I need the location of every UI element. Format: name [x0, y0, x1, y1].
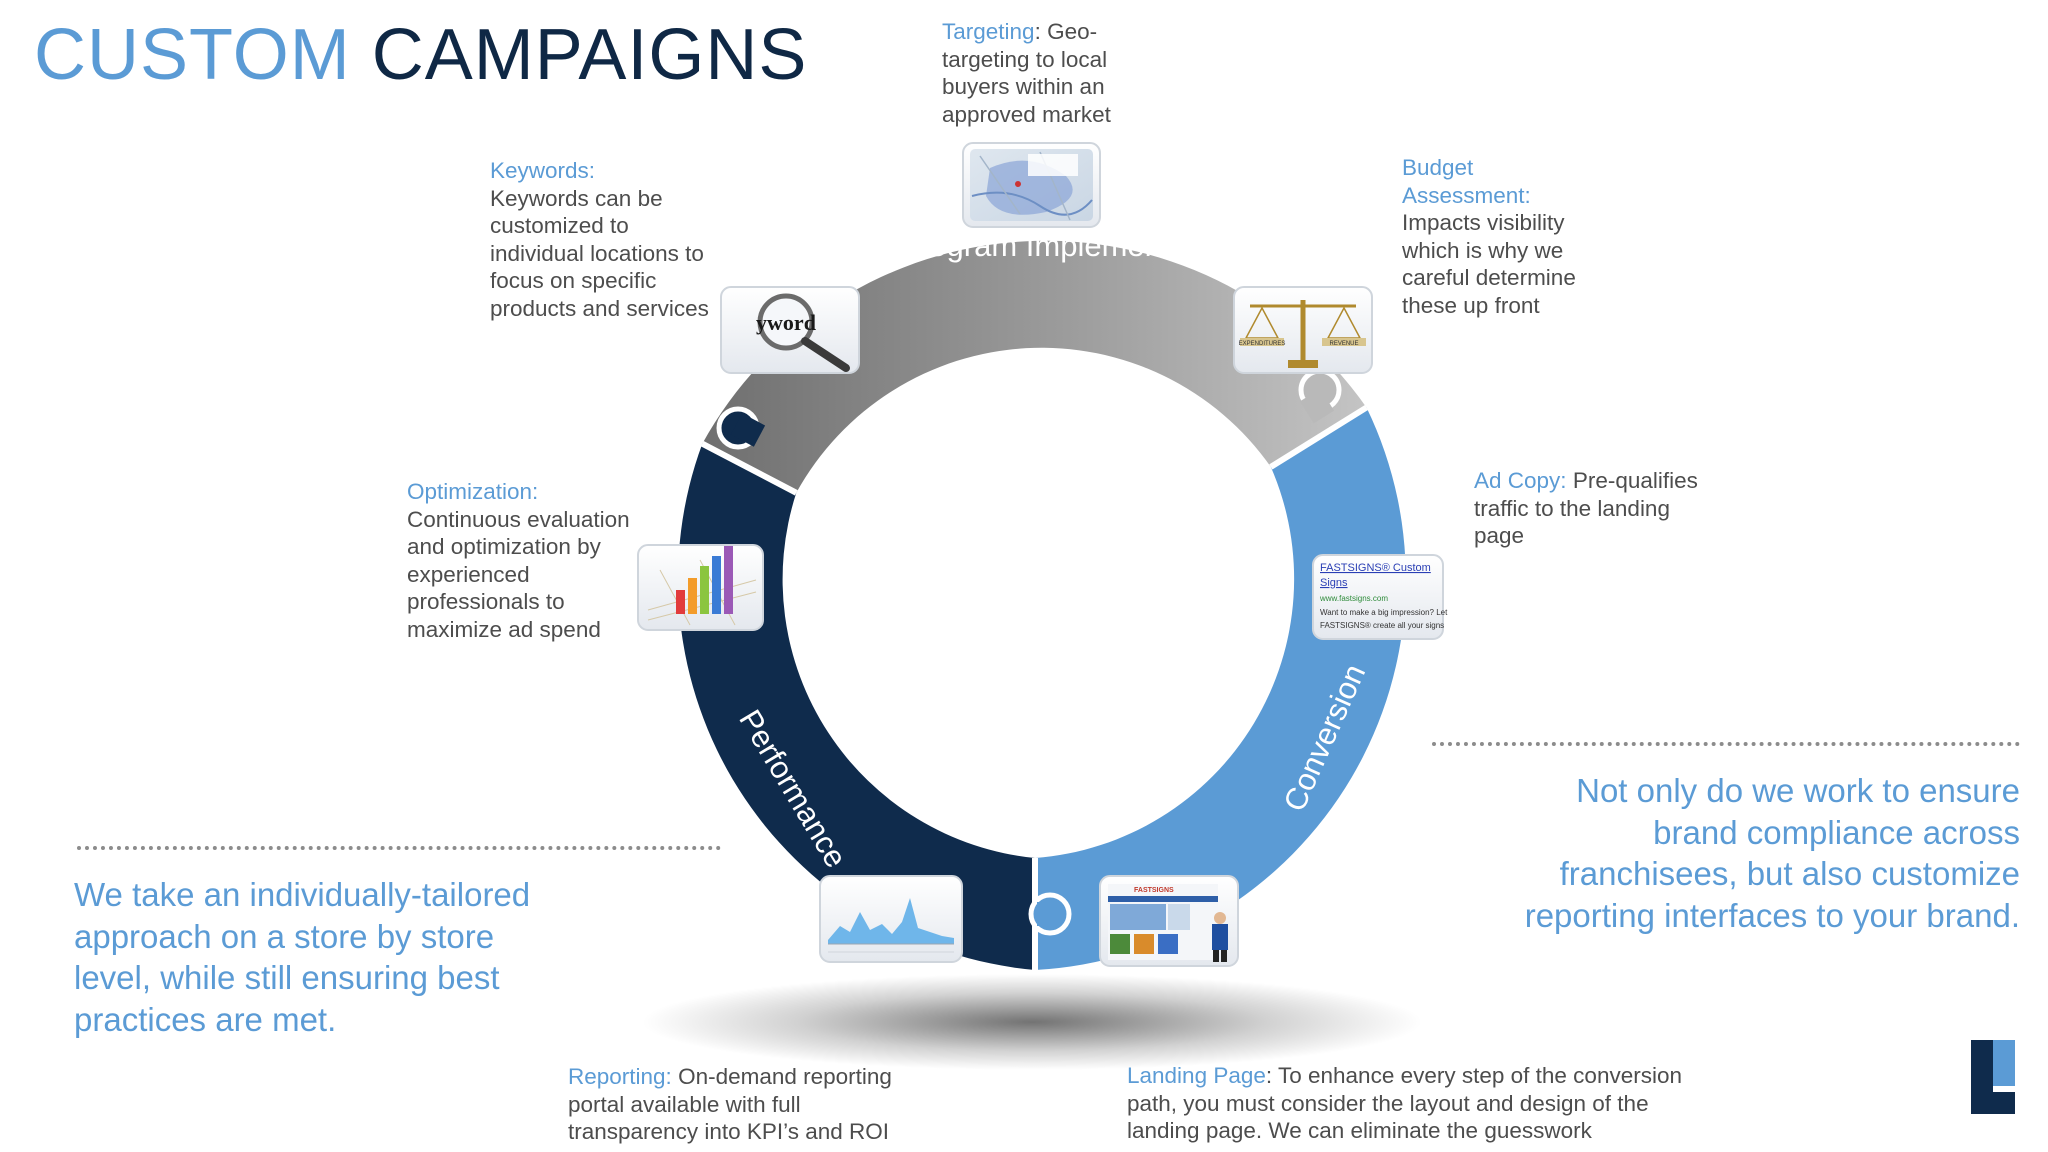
ring-shadow [642, 974, 1422, 1070]
thumbnail-optimization-chart [637, 544, 764, 631]
thumbnail-reporting-chart [819, 875, 963, 963]
puzzle-knob-bottom [1028, 892, 1072, 936]
callout-reporting: Reporting: On-demand reporting portal av… [568, 1063, 920, 1146]
thumbnail-budget-scale: EXPENDITURES REVENUE [1233, 286, 1373, 374]
callout-keywords-text: Keywords can be customized to individual… [490, 185, 709, 321]
title-part-custom: CUSTOM [34, 15, 351, 95]
callout-landing-label: Landing Page [1127, 1063, 1266, 1088]
thumbnail-budget-right: REVENUE [1329, 341, 1358, 347]
callout-budget: Budget Assessment: Impacts visibility wh… [1402, 154, 1602, 319]
thumbnail-adcopy-line-4: Want to make a big impression? Let [1320, 608, 1448, 617]
callout-landing-page: Landing Page: To enhance every step of t… [1127, 1062, 1727, 1145]
ring-segment-program-implementation [702, 240, 1367, 493]
thumbnail-adcopy-line-2: Signs [1320, 577, 1348, 589]
callout-keywords-label: Keywords: [490, 158, 596, 183]
thumbnail-adcopy-line-3: www.fastsigns.com [1319, 594, 1388, 603]
divider-right-dotted [1432, 742, 2020, 746]
thumbnail-keywords-word: yword [756, 310, 816, 335]
callout-reporting-label: Reporting: [568, 1064, 672, 1089]
callout-budget-text: Impacts visibility which is why we caref… [1402, 210, 1576, 318]
seam-right [1269, 404, 1369, 470]
callout-adcopy-label: Ad Copy: [1474, 468, 1567, 493]
statement-right: Not only do we work to ensure brand comp… [1524, 772, 2020, 934]
callout-targeting-text: : Geo-targeting to local buyers within a… [942, 19, 1111, 127]
callout-optimization: Optimization: Continuous evaluation and … [407, 478, 647, 643]
thumbnail-landing-brand: FASTSIGNS [1134, 887, 1174, 894]
thumbnail-adcopy-line-5: FASTSIGNS® create all your signs [1320, 621, 1444, 630]
seam-left [700, 441, 798, 496]
callout-ad-copy: Ad Copy: Pre-qualifies traffic to the la… [1474, 467, 1719, 550]
puzzle-knob-left [716, 406, 766, 450]
callout-reporting-text: On-demand reporting portal available wit… [568, 1064, 892, 1144]
thumbnail-keywords: yword [720, 286, 860, 374]
thumbnail-landing-page: FASTSIGNS [1099, 875, 1239, 967]
callout-targeting: Targeting: Geo-targeting to local buyers… [942, 18, 1147, 128]
statement-left: We take an individually-tailored approac… [74, 876, 531, 1038]
callout-optimization-text: Continuous evaluation and optimization b… [407, 506, 630, 642]
thumbnail-budget-left: EXPENDITURES [1239, 341, 1286, 347]
ring-segment-performance [678, 443, 1035, 970]
callout-adcopy-text: Pre-qualifies traffic to the landing pag… [1474, 468, 1698, 548]
title-part-campaigns: CAMPAIGNS [371, 15, 808, 95]
callout-landing-text: : To enhance every step of the conversio… [1127, 1063, 1682, 1143]
ring-segment-conversion [1035, 407, 1406, 970]
callout-targeting-label: Targeting [942, 19, 1035, 44]
thumbnail-ad-copy: FASTSIGNS® Custom Signs www.fastsigns.co… [1312, 554, 1448, 640]
puzzle-knob-right [1298, 368, 1342, 424]
page-title: CUSTOM CAMPAIGNS [34, 15, 808, 95]
divider-left-dotted [77, 846, 721, 850]
company-logo [1971, 1040, 2015, 1114]
callout-optimization-label: Optimization: [407, 479, 539, 504]
segment-label-program-implementation: Program Implementation [898, 228, 1237, 263]
thumbnail-adcopy-line-1: FASTSIGNS® Custom [1320, 562, 1431, 574]
thumbnail-targeting-map [962, 142, 1101, 228]
callout-keywords: Keywords: Keywords can be customized to … [490, 157, 710, 322]
callout-budget-label: Budget Assessment: [1402, 155, 1531, 208]
